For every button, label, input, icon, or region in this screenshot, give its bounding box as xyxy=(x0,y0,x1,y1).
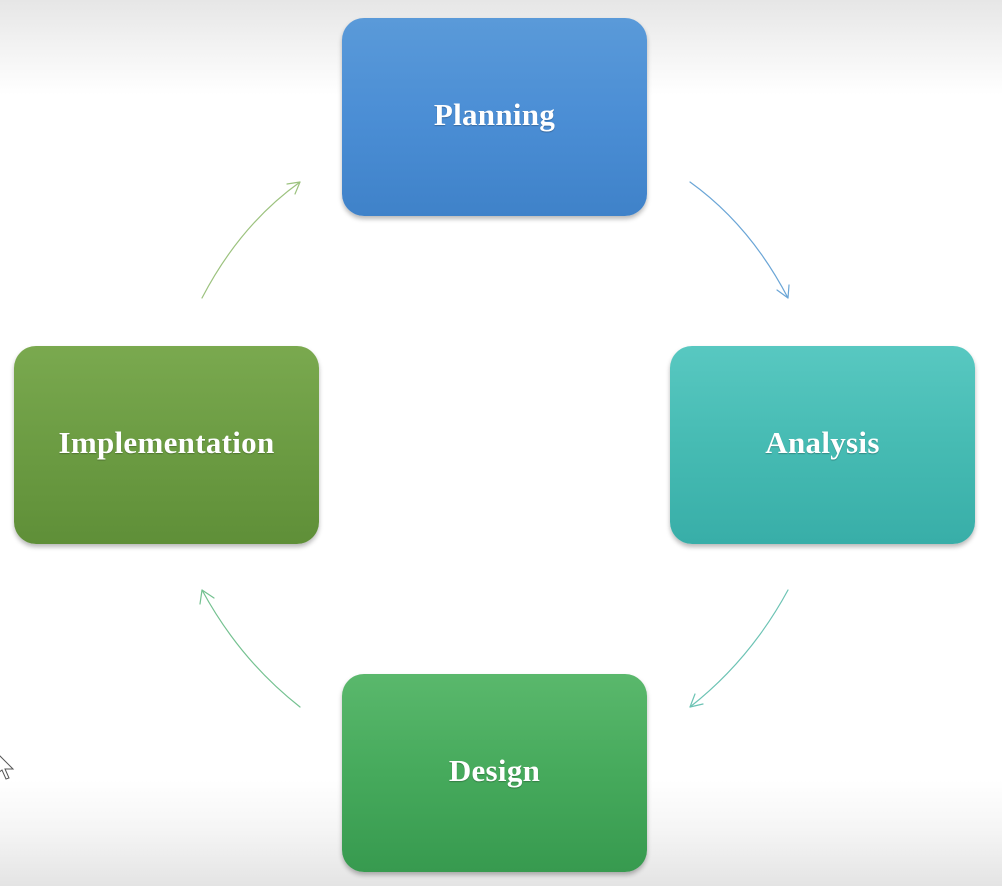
step-design-label: Design xyxy=(448,753,541,788)
step-implementation-label: Implementation xyxy=(58,425,275,460)
step-analysis[interactable]: Analysis xyxy=(670,346,975,544)
arrow-design-to-implementation xyxy=(199,589,301,708)
mouse-pointer-icon xyxy=(0,755,15,780)
step-planning[interactable]: Planning xyxy=(342,18,647,216)
step-design[interactable]: Design xyxy=(342,674,647,872)
step-analysis-label: Analysis xyxy=(765,425,880,460)
step-planning-label: Planning xyxy=(433,97,556,132)
arrow-implementation-to-planning xyxy=(201,181,301,299)
step-implementation[interactable]: Implementation xyxy=(14,346,319,544)
arrow-analysis-to-design xyxy=(689,589,789,708)
arrow-planning-to-analysis xyxy=(689,181,790,299)
